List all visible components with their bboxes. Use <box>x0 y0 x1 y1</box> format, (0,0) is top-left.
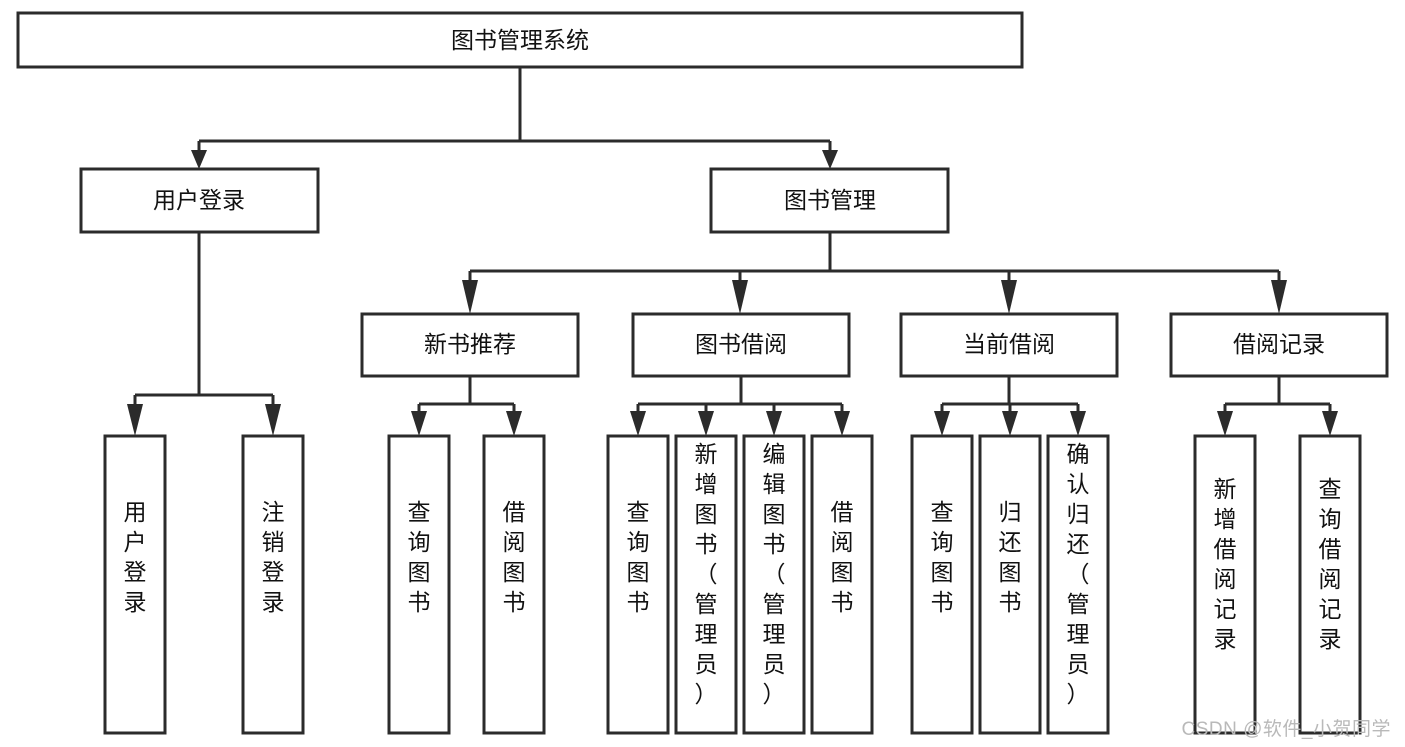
leaf-new-book-query-box[interactable] <box>387 434 451 735</box>
leaf-borrow-record-query[interactable]: 查询借阅记录 <box>1298 434 1362 735</box>
node-user-login[interactable]: 用户登录 <box>79 167 320 234</box>
leaf-current-borrow-return-label: 归还图书 <box>999 499 1022 615</box>
leaf-borrow-record-add-box[interactable] <box>1193 434 1257 735</box>
leaf-current-borrow-confirm-return[interactable]: 确认归还（管理员） <box>1046 434 1110 735</box>
leaf-current-borrow-return-box[interactable] <box>978 434 1042 735</box>
leaf-new-book-borrow-label: 借阅图书 <box>503 499 526 615</box>
arrow-head-icon <box>411 411 427 436</box>
leaf-book-borrow-edit[interactable]: 编辑图书（管理员） <box>742 434 806 735</box>
leaf-book-borrow-query-box[interactable] <box>606 434 670 735</box>
leaf-borrow-record-query-box[interactable] <box>1298 434 1362 735</box>
arrow-head-icon <box>1217 411 1233 436</box>
arrow-head-icon <box>1001 280 1017 314</box>
arrow-head-icon <box>630 411 646 436</box>
arrow-head-icon <box>506 411 522 436</box>
leaf-new-book-query-label: 查询图书 <box>408 499 431 615</box>
node-current-borrow[interactable]: 当前借阅 <box>899 312 1119 378</box>
arrow-head-icon <box>822 150 838 169</box>
node-book-borrow-label: 图书借阅 <box>695 331 787 357</box>
connector-borrow-record-to-leaves <box>1217 376 1338 436</box>
leaf-current-borrow-query-label: 查询图书 <box>931 499 954 615</box>
leaf-book-borrow-query-label: 查询图书 <box>627 499 650 615</box>
leaf-borrow-record-query-label: 查询借阅记录 <box>1319 476 1342 652</box>
node-borrow-record[interactable]: 借阅记录 <box>1169 312 1389 378</box>
leaf-new-book-query[interactable]: 查询图书 <box>387 434 451 735</box>
connector-current-borrow-to-leaves <box>934 376 1086 436</box>
leaf-new-book-borrow[interactable]: 借阅图书 <box>482 434 546 735</box>
connector-book-management-to-level3 <box>462 232 1287 314</box>
leaf-new-book-borrow-box[interactable] <box>482 434 546 735</box>
leaf-borrow-record-add-label: 新增借阅记录 <box>1214 476 1237 652</box>
node-borrow-record-label: 借阅记录 <box>1233 331 1325 357</box>
arrow-head-icon <box>934 411 950 436</box>
arrow-head-icon <box>732 280 748 314</box>
arrow-head-icon <box>462 280 478 314</box>
arrow-head-icon <box>191 150 207 169</box>
leaf-current-borrow-query[interactable]: 查询图书 <box>910 434 974 735</box>
leaf-user-login-logout[interactable]: 注销登录 <box>241 434 305 735</box>
arrow-head-icon <box>127 404 143 436</box>
node-current-borrow-label: 当前借阅 <box>963 331 1055 357</box>
node-user-login-box[interactable] <box>79 167 320 234</box>
node-book-management[interactable]: 图书管理 <box>709 167 950 234</box>
node-root-box[interactable] <box>16 11 1024 69</box>
node-new-book-recommend[interactable]: 新书推荐 <box>360 312 580 378</box>
leaf-book-borrow-add-box[interactable] <box>674 434 738 735</box>
leaf-book-borrow-add-label: 新增图书（管理员） <box>695 441 718 707</box>
leaf-book-borrow-add[interactable]: 新增图书（管理员） <box>674 434 738 735</box>
node-new-book-recommend-label: 新书推荐 <box>424 331 516 357</box>
leaf-book-borrow-borrow-label: 借阅图书 <box>831 499 854 615</box>
connector-root-to-level2 <box>191 67 838 169</box>
arrow-head-icon <box>265 404 281 436</box>
leaf-current-borrow-return[interactable]: 归还图书 <box>978 434 1042 735</box>
node-root[interactable]: 图书管理系统 <box>16 11 1024 69</box>
arrow-head-icon <box>766 411 782 436</box>
node-book-borrow[interactable]: 图书借阅 <box>631 312 851 378</box>
leaf-current-borrow-query-box[interactable] <box>910 434 974 735</box>
leaf-book-borrow-edit-box[interactable] <box>742 434 806 735</box>
leaf-current-borrow-confirm-return-box[interactable] <box>1046 434 1110 735</box>
node-book-management-label: 图书管理 <box>784 187 876 213</box>
node-root-label: 图书管理系统 <box>451 27 589 53</box>
arrow-head-icon <box>1271 280 1287 314</box>
leaf-book-borrow-borrow-box[interactable] <box>810 434 874 735</box>
arrow-head-icon <box>834 411 850 436</box>
connector-user-login-to-leaves <box>127 232 281 436</box>
leaf-user-login-logout-label: 注销登录 <box>262 499 285 615</box>
leaf-current-borrow-confirm-return-label: 确认归还（管理员） <box>1067 441 1090 707</box>
leaf-book-borrow-borrow[interactable]: 借阅图书 <box>810 434 874 735</box>
node-user-login-label: 用户登录 <box>153 187 245 213</box>
leaf-user-login-login[interactable]: 用户登录 <box>103 434 167 735</box>
arrow-head-icon <box>1002 411 1018 436</box>
leaf-user-login-login-box[interactable] <box>103 434 167 735</box>
connector-new-book-recommend-to-leaves <box>411 376 522 436</box>
leaf-borrow-record-add[interactable]: 新增借阅记录 <box>1193 434 1257 735</box>
leaf-user-login-login-label: 用户登录 <box>124 499 147 615</box>
connector-book-borrow-to-leaves <box>630 376 850 436</box>
arrow-head-icon <box>1070 411 1086 436</box>
leaf-book-borrow-edit-label: 编辑图书（管理员） <box>763 441 786 707</box>
arrow-head-icon <box>1322 411 1338 436</box>
arrow-head-icon <box>698 411 714 436</box>
leaf-user-login-logout-box[interactable] <box>241 434 305 735</box>
node-new-book-recommend-box[interactable] <box>360 312 580 378</box>
node-current-borrow-box[interactable] <box>899 312 1119 378</box>
leaf-book-borrow-query[interactable]: 查询图书 <box>606 434 670 735</box>
